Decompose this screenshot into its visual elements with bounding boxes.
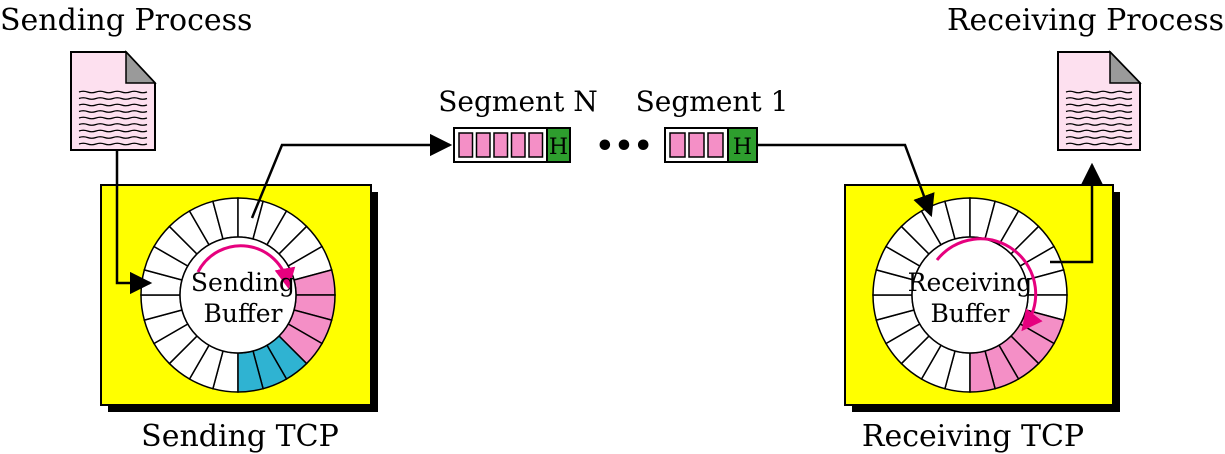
segment-1-header-label: H bbox=[733, 135, 752, 160]
process-to-buffer-arrow bbox=[115, 150, 153, 295]
segment-n-header-label: H bbox=[549, 135, 568, 160]
segment-n: H bbox=[453, 127, 571, 163]
sending-process-label: Sending Process bbox=[0, 3, 252, 38]
segment-n-data-cell bbox=[475, 132, 491, 158]
segment-1-data-cell bbox=[707, 132, 724, 158]
receiving-process-label: Receiving Process bbox=[947, 3, 1224, 38]
sending-tcp-label: Sending TCP bbox=[141, 419, 339, 454]
segment-n-data-cell bbox=[510, 132, 526, 158]
segment-1: H bbox=[664, 127, 758, 163]
segment-n-label: Segment N bbox=[438, 85, 597, 118]
sending-buffer-label-line1: Sending bbox=[191, 268, 295, 297]
sending-document-text-line bbox=[78, 103, 148, 107]
receiving-buffer-center bbox=[911, 236, 1029, 354]
sending-rotation-arrow bbox=[196, 244, 296, 290]
receiving-document-text-line bbox=[1065, 136, 1133, 139]
segment-to-buffer-arrow bbox=[757, 143, 935, 218]
buffer-to-segment-arrow bbox=[250, 133, 453, 219]
segment-n-data-cell bbox=[528, 132, 544, 158]
segment-1-data-cell bbox=[688, 132, 705, 158]
receiving-rotation-arrow bbox=[935, 237, 1043, 332]
sending-document-text-line bbox=[78, 110, 148, 113]
receiving-document-text-line bbox=[1065, 90, 1133, 94]
segment-1-data-cell bbox=[669, 132, 686, 158]
receiving-document-text-line bbox=[1065, 116, 1133, 120]
ellipsis: ••• bbox=[595, 129, 653, 164]
sending-document-text-line bbox=[78, 142, 148, 146]
receiving-document-text-line bbox=[1065, 142, 1133, 146]
receiving-document-text-line bbox=[1065, 110, 1133, 113]
receiving-buffer-label-line2: Buffer bbox=[931, 299, 1010, 328]
sending-document-text-line bbox=[78, 97, 148, 100]
segment-n-data-cell bbox=[458, 132, 474, 158]
sending-buffer-center bbox=[179, 236, 297, 354]
segment-n-data-cell bbox=[493, 132, 509, 158]
receiving-document-icon bbox=[1057, 50, 1142, 151]
buffer-to-process-arrow bbox=[1050, 162, 1104, 264]
receiving-document-text-line bbox=[1065, 129, 1133, 133]
receiving-tcp-label: Receiving TCP bbox=[862, 419, 1084, 454]
segment-n-header bbox=[546, 127, 571, 163]
sending-document-text-line bbox=[78, 116, 148, 120]
sending-document-text-line bbox=[78, 123, 148, 126]
sending-document-icon bbox=[70, 50, 157, 151]
sending-document-text-line bbox=[78, 90, 148, 94]
receiving-document-text-line bbox=[1065, 97, 1133, 100]
receiving-buffer-label-line1: Receiving bbox=[908, 268, 1033, 297]
sending-buffer-label-line2: Buffer bbox=[204, 299, 283, 328]
receiving-document-text-line bbox=[1065, 123, 1133, 126]
sending-document-text-line bbox=[78, 129, 148, 133]
receiving-document-text-line bbox=[1065, 103, 1133, 107]
segment-1-label: Segment 1 bbox=[636, 85, 789, 118]
sending-document-text-line bbox=[78, 136, 148, 139]
